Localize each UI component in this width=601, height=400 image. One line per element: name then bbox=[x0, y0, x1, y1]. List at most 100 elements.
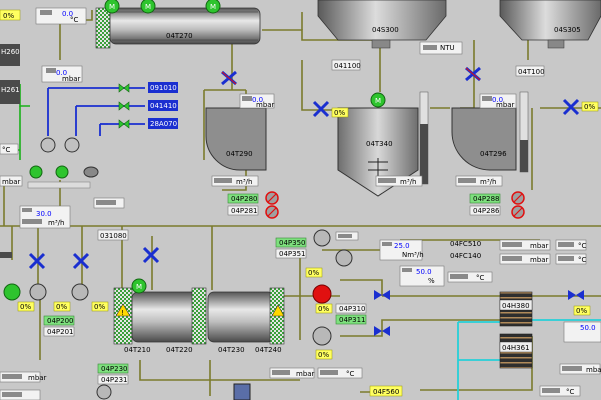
status-lamp-2 bbox=[55, 165, 69, 179]
svg-text:04P286: 04P286 bbox=[473, 207, 500, 215]
pump-04P351[interactable] bbox=[335, 249, 353, 267]
motor-04T270-b[interactable]: M bbox=[140, 0, 156, 14]
tag-04T100[interactable] bbox=[515, 65, 545, 77]
pump-04P200[interactable] bbox=[29, 283, 47, 301]
valve-x-290[interactable] bbox=[221, 70, 237, 86]
pct-pump-310: 0% bbox=[318, 305, 329, 313]
svg-text:04T100: 04T100 bbox=[518, 68, 545, 76]
tag-04P311[interactable] bbox=[335, 314, 367, 325]
svg-text:091010: 091010 bbox=[150, 84, 177, 92]
pct-pump-low: 0% bbox=[318, 351, 329, 359]
tag-04P280[interactable] bbox=[227, 193, 259, 204]
valve-x-340[interactable] bbox=[312, 100, 330, 118]
label-04H361: 04H361 bbox=[502, 344, 530, 352]
label-04H380: 04H380 bbox=[502, 302, 530, 310]
reading-30-value: 30.0 bbox=[36, 210, 52, 218]
label-04T296: 04T296 bbox=[480, 150, 507, 158]
hx-04H380[interactable]: 04H380 bbox=[499, 291, 533, 327]
tag-031080[interactable] bbox=[97, 229, 129, 241]
dryer-04T210-220[interactable]: ! 04T210 04T220 bbox=[113, 287, 207, 354]
pump-left-2[interactable] bbox=[64, 137, 80, 153]
tag-04P281[interactable] bbox=[227, 205, 259, 216]
motor-04T270-a[interactable]: M bbox=[104, 0, 120, 14]
reading-left-value: 0.0 bbox=[56, 69, 67, 77]
label-04T210: 04T210 bbox=[124, 346, 151, 354]
reading-50-value: 50.0 bbox=[416, 268, 432, 276]
valve-x-right[interactable] bbox=[562, 98, 580, 116]
tag-04P310[interactable] bbox=[335, 303, 367, 314]
tag-091010[interactable] bbox=[148, 82, 178, 93]
silo-04S305[interactable]: 04S305 bbox=[499, 0, 601, 49]
svg-text:04P200: 04P200 bbox=[47, 317, 74, 325]
motor-04T210[interactable]: M bbox=[131, 278, 147, 294]
hx-H261[interactable] bbox=[0, 80, 20, 104]
tank-04T296[interactable]: 04T296 bbox=[451, 107, 517, 171]
tag-04P230[interactable] bbox=[97, 363, 129, 374]
pct-box-right bbox=[581, 101, 599, 112]
valve-x-left-1[interactable] bbox=[28, 252, 46, 270]
valve-x-296[interactable] bbox=[465, 66, 481, 82]
valve-bowtie-2[interactable] bbox=[374, 326, 390, 336]
temp-box-left bbox=[0, 143, 19, 155]
tag-04P351[interactable] bbox=[275, 248, 307, 259]
tag-04FC510[interactable]: 04FC510 bbox=[450, 240, 481, 248]
tag-041410[interactable] bbox=[148, 100, 178, 111]
svg-text:M: M bbox=[375, 97, 381, 105]
hx-H260[interactable] bbox=[0, 44, 20, 66]
hx-04H361[interactable]: 04H361 bbox=[499, 333, 533, 369]
valve-bowtie-1[interactable] bbox=[374, 290, 390, 300]
valve-x-left-2[interactable] bbox=[72, 252, 90, 270]
svg-text:mbar: mbar bbox=[586, 366, 601, 374]
svg-text:!: ! bbox=[121, 309, 124, 317]
svg-text:M: M bbox=[109, 3, 115, 11]
tag-04FC140[interactable]: 04FC140 bbox=[450, 252, 481, 260]
dryer-04T230-240[interactable]: 04T230 04T240 bbox=[207, 287, 285, 354]
svg-text:M: M bbox=[145, 3, 151, 11]
pct-right: 0% bbox=[584, 103, 595, 111]
pump-04P311[interactable] bbox=[312, 326, 332, 346]
unit-m3h-290: m³/h bbox=[236, 178, 252, 186]
label-04T220: 04T220 bbox=[166, 346, 193, 354]
water-valve-3[interactable] bbox=[118, 119, 130, 129]
tag-04P200[interactable] bbox=[43, 315, 75, 326]
tag-04P201[interactable] bbox=[43, 326, 75, 337]
conveyor-drive[interactable] bbox=[233, 383, 251, 400]
pump-04P310[interactable] bbox=[312, 284, 332, 304]
tag-28A070[interactable] bbox=[148, 118, 178, 129]
pump-left-1[interactable] bbox=[40, 137, 56, 153]
svg-text:04P280: 04P280 bbox=[231, 195, 258, 203]
tag-04P288[interactable] bbox=[469, 193, 501, 204]
reading-25-unit: Nm³/h bbox=[402, 251, 424, 259]
tag-04F560[interactable] bbox=[369, 385, 403, 397]
svg-text:04P310: 04P310 bbox=[339, 305, 366, 313]
water-valve-1[interactable] bbox=[118, 83, 130, 93]
pump-04P201[interactable] bbox=[71, 283, 89, 301]
silo-04S300[interactable]: 04S300 bbox=[317, 0, 447, 49]
pump-green-left[interactable] bbox=[3, 283, 21, 301]
pct-v1: 0% bbox=[20, 303, 31, 311]
tag-041100[interactable] bbox=[331, 59, 361, 71]
pump-04P231[interactable] bbox=[96, 384, 112, 400]
tag-04P231[interactable] bbox=[97, 374, 129, 385]
reading-290-unit: mbar bbox=[256, 101, 275, 109]
tank-04T290[interactable]: 04T290 bbox=[205, 107, 267, 171]
reading-25-value: 25.0 bbox=[394, 242, 410, 250]
tag-04P350[interactable] bbox=[275, 237, 307, 248]
valve-bowtie-right[interactable] bbox=[568, 290, 584, 300]
pump-04P350[interactable] bbox=[313, 229, 331, 247]
pct-v2: 0% bbox=[56, 303, 67, 311]
valve-x-mid[interactable] bbox=[142, 246, 160, 264]
motor-04T340[interactable]: M bbox=[370, 92, 386, 108]
water-valve-2[interactable] bbox=[118, 101, 130, 111]
pct-v3: 0% bbox=[94, 303, 105, 311]
svg-text:28A070: 28A070 bbox=[150, 120, 177, 128]
tag-04P286[interactable] bbox=[469, 205, 501, 216]
filter-left bbox=[83, 166, 99, 178]
reading-top-unit: °C bbox=[70, 16, 79, 24]
svg-text:041100: 041100 bbox=[334, 62, 361, 70]
motor-04T270-c[interactable]: M bbox=[205, 0, 221, 14]
label-04T290: 04T290 bbox=[226, 150, 253, 158]
left-panel: 0% H260 H261 °C mbar bbox=[0, 9, 23, 258]
drum-04T270[interactable]: 04T270 bbox=[95, 7, 261, 49]
reading-296-value: 0.0 bbox=[492, 96, 503, 104]
